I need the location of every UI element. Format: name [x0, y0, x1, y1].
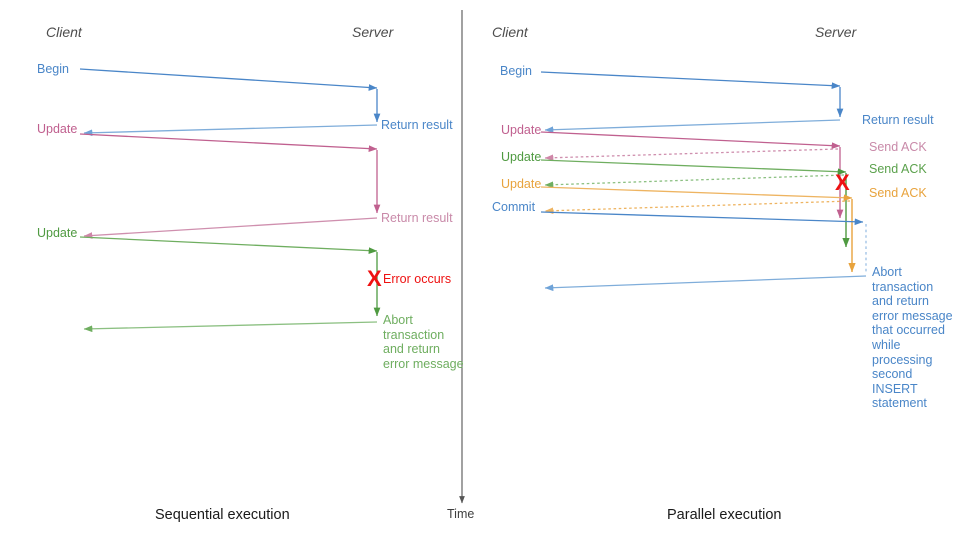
right-actor-server: Server	[815, 24, 857, 40]
arrow-update-2	[79, 236, 378, 254]
left-abort-note-line-4: error message	[383, 356, 464, 371]
arrow-ack-3	[544, 200, 851, 215]
right-abort-note-line-10: statement	[872, 396, 927, 411]
arrow-update-3-r	[540, 186, 853, 202]
left-msg-update-1: Update	[37, 122, 78, 136]
right-msg-update-3: Update	[501, 177, 542, 191]
left-abort-note-line-1: Abort	[383, 313, 413, 327]
right-msg-ack-1: Send ACK	[869, 140, 927, 154]
left-panel-caption: Sequential execution	[155, 507, 290, 523]
right-abort-note-line-7: processing	[872, 352, 933, 367]
left-abort-note: Abort transaction and return error messa…	[383, 313, 469, 371]
arrow-begin-r	[540, 71, 841, 89]
arrow-update-1-r	[540, 131, 841, 149]
time-axis-label: Time	[447, 507, 475, 521]
left-panel-arrows	[79, 68, 381, 333]
right-panel-arrows	[540, 71, 867, 292]
error-x-icon-left: X	[367, 266, 382, 291]
right-msg-update-2: Update	[501, 150, 542, 164]
right-abort-note-line-8: second	[872, 367, 913, 382]
right-abort-note-line-4: error message	[872, 308, 953, 323]
left-actor-client: Client	[46, 24, 82, 40]
error-x-icon-right: X	[835, 170, 850, 195]
right-msg-update-1: Update	[501, 123, 542, 137]
arrow-return-result-r	[544, 119, 841, 134]
arrow-update-2-r	[540, 159, 847, 176]
left-error-label: Error occurs	[383, 272, 452, 286]
right-actor-client: Client	[492, 24, 528, 40]
right-abort-note-line-9: INSERT	[872, 381, 918, 396]
right-panel-caption: Parallel execution	[667, 507, 782, 523]
right-abort-note: Abort transaction and return error messa…	[872, 265, 958, 411]
left-msg-return-result-2: Return result	[381, 211, 453, 225]
left-abort-note-line-2: transaction	[383, 327, 445, 342]
left-actor-server: Server	[352, 24, 394, 40]
right-abort-note-line-3: and return	[872, 294, 929, 309]
right-msg-begin: Begin	[500, 64, 532, 78]
arrow-return-result-1	[83, 124, 378, 137]
right-msg-return-result: Return result	[862, 113, 934, 127]
right-abort-note-line-5: that occurred	[872, 323, 945, 338]
right-msg-ack-2: Send ACK	[869, 162, 927, 176]
arrow-commit	[540, 211, 864, 226]
arrow-begin	[79, 68, 378, 91]
left-msg-return-result-1: Return result	[381, 118, 453, 132]
arrow-ack-1	[544, 148, 839, 162]
arrow-abort-return-left	[83, 321, 378, 333]
right-abort-note-line-6: while	[872, 337, 901, 352]
left-msg-update-2: Update	[37, 226, 78, 240]
right-abort-note-line-2: transaction	[872, 279, 934, 294]
arrow-return-result-2	[83, 217, 378, 239]
left-abort-note-line-3: and return	[383, 342, 440, 357]
arrow-abort-return-right	[544, 275, 867, 292]
right-msg-ack-3: Send ACK	[869, 186, 927, 200]
arrow-update-1	[79, 133, 378, 152]
right-abort-note-line-1: Abort	[872, 265, 902, 279]
arrow-ack-2	[544, 174, 845, 189]
left-msg-begin: Begin	[37, 62, 69, 76]
right-msg-commit: Commit	[492, 200, 536, 214]
